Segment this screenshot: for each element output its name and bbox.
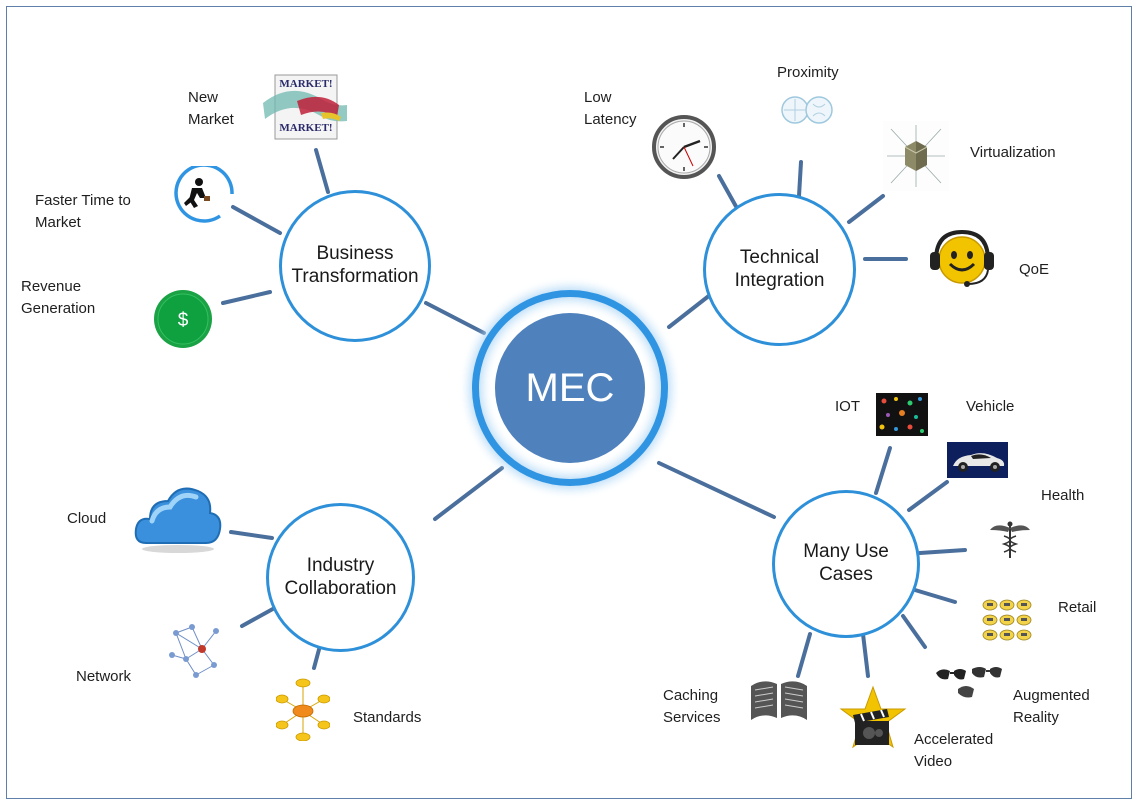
qoe-smiley-headset-icon	[924, 222, 1000, 298]
connector-usecases-vehicle	[907, 480, 949, 512]
label-revenue-line2: Generation	[21, 300, 96, 317]
connector-business-newmarket	[314, 148, 330, 194]
caching-services-icon	[747, 674, 811, 728]
running-businessman-icon	[170, 166, 238, 228]
mec-label: MEC	[525, 365, 615, 410]
connector-usecases-caching	[796, 632, 812, 678]
label-proximity: Proximity	[777, 64, 839, 81]
connector-usecases-iot	[874, 446, 892, 495]
label-faster-line1: Faster Time to	[35, 192, 131, 209]
label-low-latency-line2: Latency	[584, 111, 637, 128]
connector-mec-industry	[433, 466, 504, 521]
accelerated-video-clapper-icon	[839, 685, 907, 751]
label-low-latency-line1: Low	[584, 89, 612, 106]
hub-business-line2: Transformation	[291, 266, 419, 287]
hub-industry-line1: Industry	[306, 554, 375, 576]
label-accelerated-line1: Accelerated	[914, 731, 994, 748]
augmented-reality-glasses-icon	[932, 663, 1004, 701]
label-new-market: New Market	[188, 87, 234, 131]
connector-mec-technical	[667, 293, 712, 329]
label-augmented-reality: Augmented Reality	[1013, 685, 1090, 729]
label-standards: Standards	[353, 709, 422, 726]
dollar-coin-icon: $	[152, 288, 214, 350]
connector-usecases-ar	[901, 614, 927, 649]
label-augmented-line1: Augmented	[1013, 687, 1090, 704]
label-new-market-line1: New	[188, 89, 219, 106]
label-caching-services: Caching Services	[663, 685, 721, 729]
label-revenue-line1: Revenue	[21, 278, 82, 295]
label-faster-line2: Market	[35, 214, 81, 231]
connector-technical-virtualization	[847, 194, 885, 224]
connector-mec-business	[424, 301, 486, 335]
hub-usecases-line1: Many Use	[803, 541, 889, 563]
label-faster-time-to-market: Faster Time to Market	[35, 190, 131, 234]
health-caduceus-icon	[986, 520, 1034, 560]
standards-icon	[276, 675, 330, 741]
cloud-icon	[132, 477, 224, 557]
label-new-market-line2: Market	[188, 111, 234, 128]
hub-business-line1: Business	[316, 243, 394, 265]
vehicle-icon	[947, 442, 1008, 478]
iot-icon	[876, 393, 928, 436]
label-caching-line1: Caching	[663, 687, 719, 704]
connector-technical-latency	[717, 174, 740, 212]
market-sign-text-top: MARKET!	[279, 78, 332, 90]
label-low-latency: Low Latency	[584, 87, 637, 131]
connector-business-faster	[231, 205, 282, 235]
connector-technical-proximity	[797, 160, 803, 198]
connector-mec-usecases	[657, 461, 776, 519]
label-network: Network	[76, 668, 132, 685]
connector-usecases-retail	[913, 588, 957, 604]
wall-clock-icon	[651, 114, 717, 180]
connector-business-revenue	[221, 290, 272, 305]
connector-usecases-video	[861, 632, 870, 678]
mec-node: MEC	[495, 313, 645, 463]
market-sign-text-bottom: MARKET!	[279, 122, 332, 134]
label-iot: IOT	[835, 398, 860, 415]
label-vehicle: Vehicle	[966, 398, 1015, 415]
label-virtualization: Virtualization	[970, 144, 1056, 161]
label-accelerated-line2: Video	[914, 753, 953, 770]
label-health: Health	[1041, 487, 1085, 504]
hub-technical-line1: Technical	[739, 246, 820, 268]
market-sign-icon: MARKET! MARKET!	[261, 71, 349, 143]
proximity-icon	[779, 94, 835, 128]
connector-usecases-health	[918, 548, 967, 555]
label-cloud: Cloud	[67, 510, 107, 527]
network-graph-icon	[166, 619, 223, 682]
label-accelerated-video: Accelerated Video	[914, 729, 993, 773]
connector-industry-cloud	[229, 530, 274, 540]
retail-icon	[981, 597, 1033, 644]
hub-technical-line2: Integration	[734, 269, 825, 291]
label-qoe: QoE	[1019, 261, 1050, 278]
hub-industry-line2: Collaboration	[284, 577, 397, 599]
label-augmented-line2: Reality	[1013, 709, 1059, 726]
label-revenue-generation: Revenue Generation	[21, 276, 95, 320]
label-caching-line2: Services	[663, 709, 721, 726]
label-retail: Retail	[1058, 599, 1097, 616]
hub-usecases-line2: Cases	[819, 564, 873, 585]
dollar-symbol: $	[178, 310, 189, 331]
virtualization-icon	[883, 121, 949, 191]
